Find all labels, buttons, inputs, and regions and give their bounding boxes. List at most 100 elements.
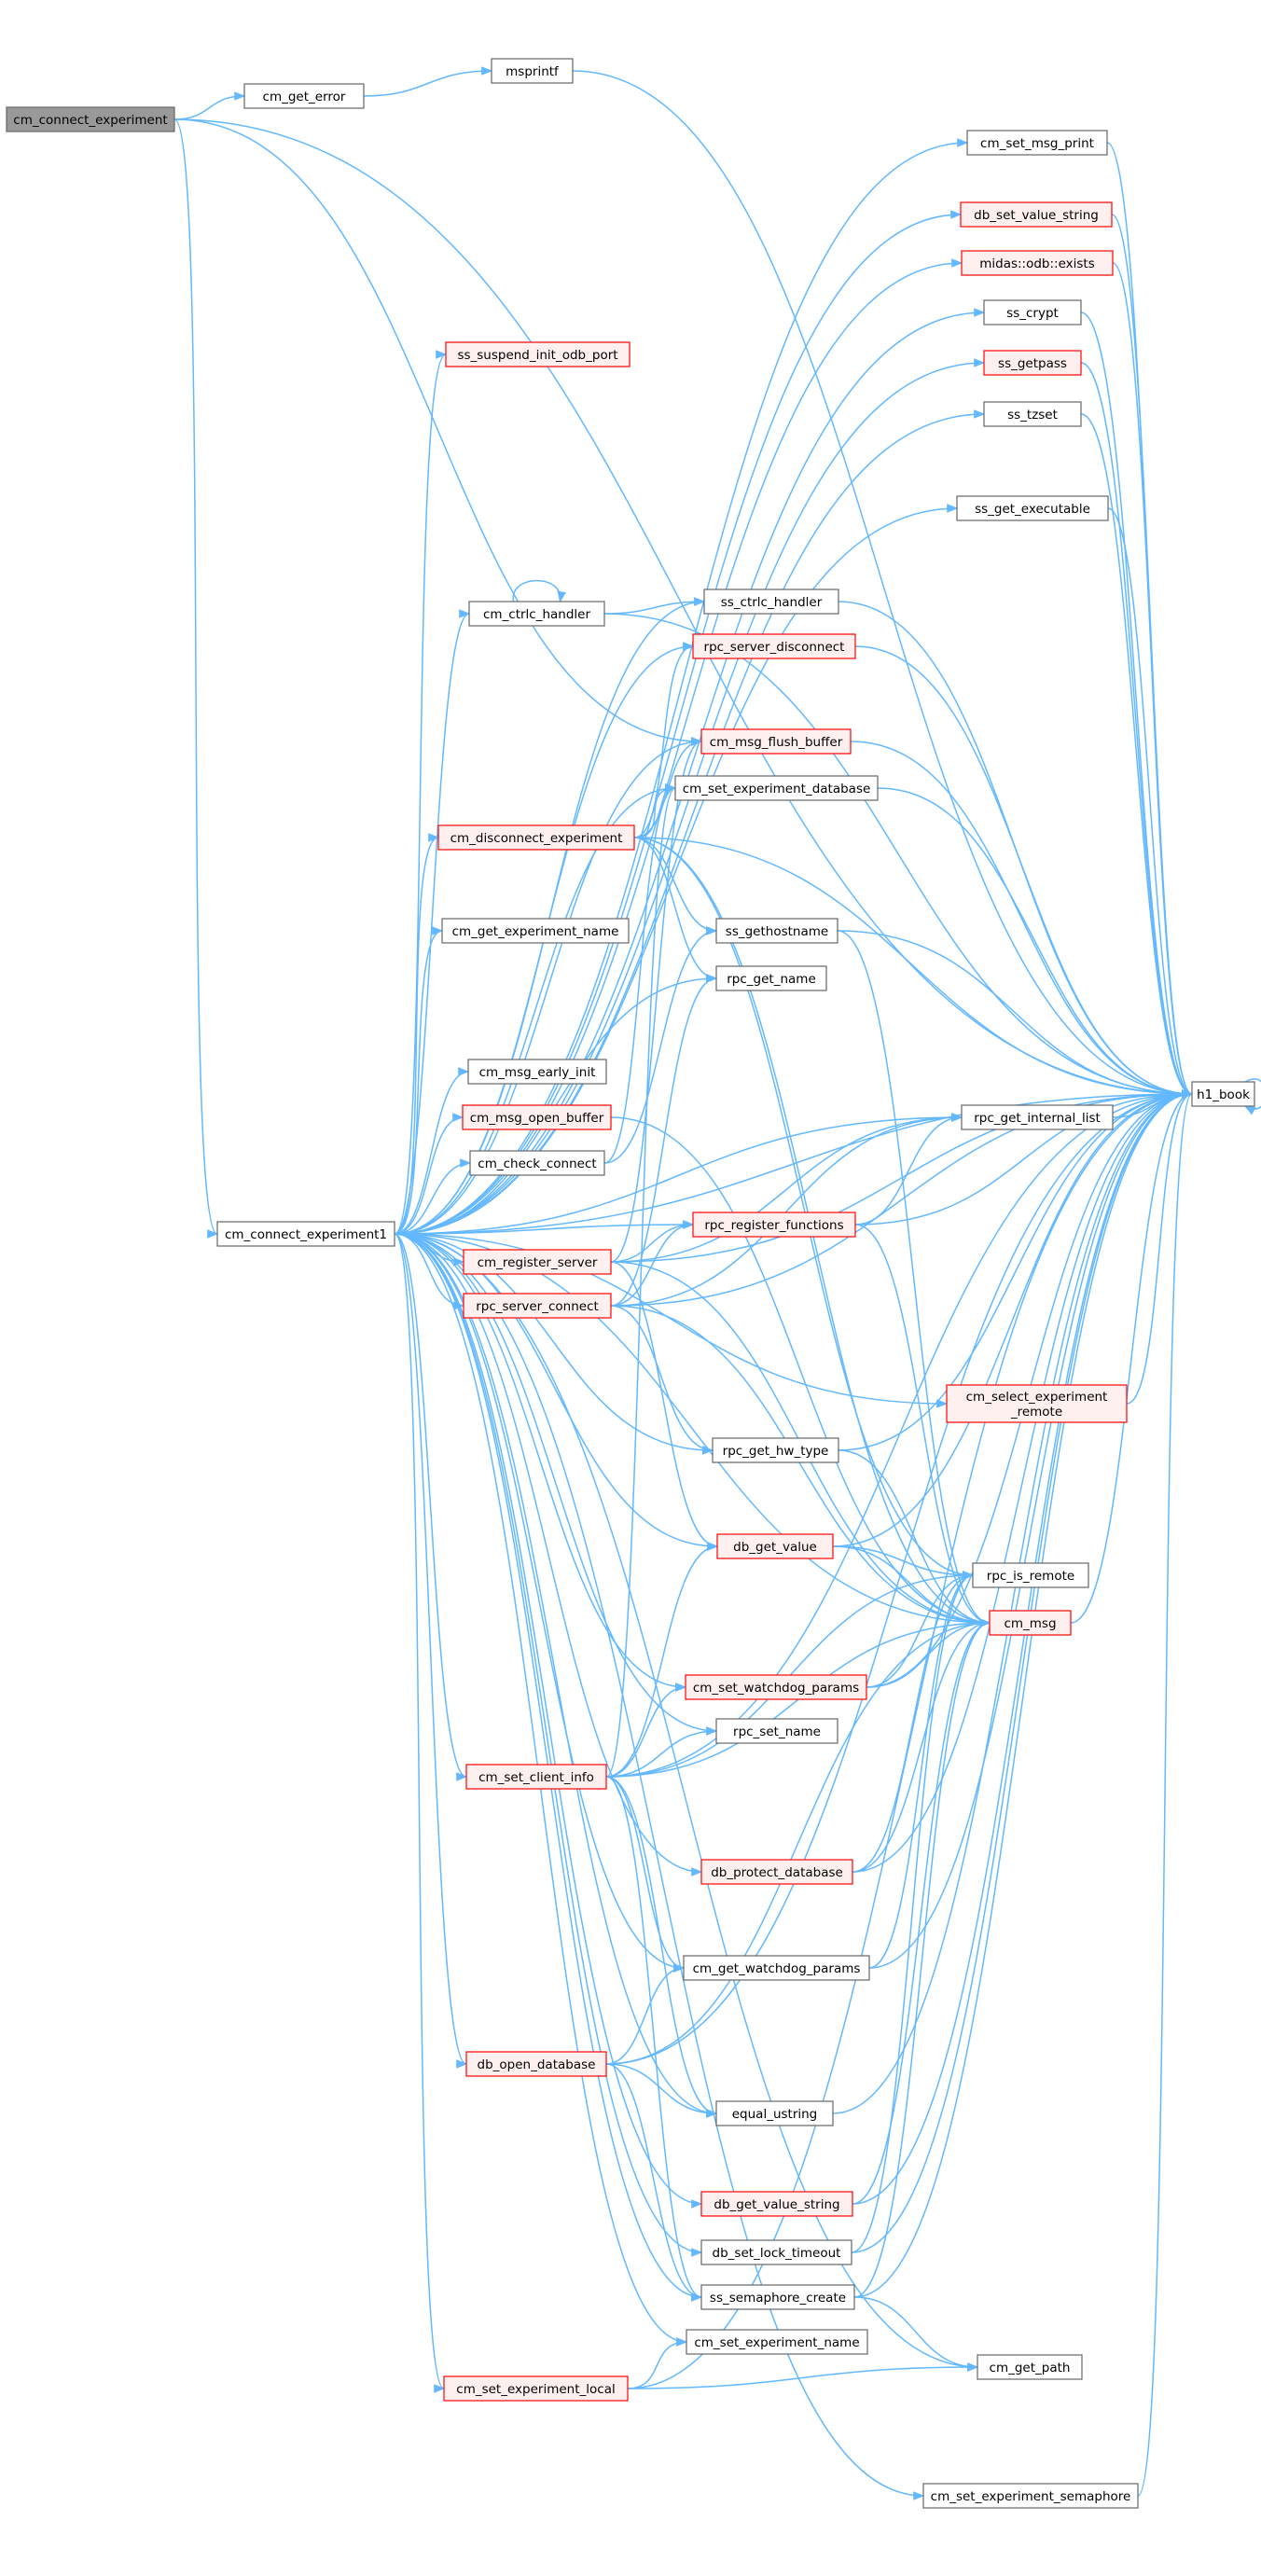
node-label: db_get_value_string [714,2197,839,2212]
node-label: msprintf [506,64,560,79]
node-label: rpc_get_hw_type [723,1444,829,1459]
edge-disconnect-to-set-exp-db [633,783,677,838]
node-db-set-value-string[interactable]: db_set_value_string [960,201,1113,228]
node-cm-get-path[interactable]: cm_get_path [977,2354,1083,2380]
node-h1-book[interactable]: h1_book [1191,1081,1255,1107]
node-cm-set-watchdog-params[interactable]: cm_set_watchdog_params [685,1674,867,1700]
node-label: ss_getpass [998,356,1067,371]
node-box [977,2354,1083,2380]
edge-db-lock-timeout-to-rpc-is-remote [851,1571,975,2253]
node-rpc-register-functions[interactable]: rpc_register_functions [692,1212,856,1238]
edge-conn1-to-disconnect [394,833,440,1235]
node-label: cm_msg_early_init [479,1065,596,1080]
node-ss-get-executable[interactable]: ss_get_executable [956,495,1109,521]
node-ss-crypt[interactable]: ss_crypt [983,299,1082,325]
node-db-open-database[interactable]: db_open_database [465,2051,607,2077]
node-box [956,495,1109,521]
node-box [216,1221,395,1247]
edge-register-server-to-msg-flush [610,737,703,1263]
edge-get-watchdog-to-h1-book [868,1089,1194,1969]
node-ss-semaphore-create[interactable]: ss_semaphore_create [700,2284,855,2310]
edge-conn1-to-db-open [394,1233,468,2069]
node-ss-ctrlc-handler[interactable]: ss_ctrlc_handler [703,589,839,615]
node-cm-register-server[interactable]: cm_register_server [463,1249,612,1275]
node-cm-check-connect[interactable]: cm_check_connect [469,1150,605,1176]
node-cm-get-watchdog-params[interactable]: cm_get_watchdog_params [683,1955,870,1981]
node-cm-set-msg-print[interactable]: cm_set_msg_print [966,130,1108,156]
node-box [983,350,1082,376]
node-ss-getpass[interactable]: ss_getpass [983,350,1082,376]
node-rpc-get-name[interactable]: rpc_get_name [715,965,827,991]
node-label: ss_get_executable [975,502,1090,517]
node-label: cm_set_experiment_semaphore [931,2489,1131,2504]
node-cm-get-error[interactable]: cm_get_error [243,83,365,109]
edge-rpc-server-connect-to-rpc-get-internal [610,1113,963,1307]
edge-db-get-value-to-rpc-is-remote [832,1545,975,1580]
node-cm-set-experiment-database[interactable]: cm_set_experiment_database [674,775,879,801]
node-db-set-lock-timeout[interactable]: db_set_lock_timeout [700,2239,852,2265]
node-cm-set-experiment-local[interactable]: cm_set_experiment_local [443,2375,629,2402]
node-box [716,1533,834,1559]
node-box [462,1104,612,1130]
node-equal-ustring[interactable]: equal_ustring [715,2100,834,2126]
edge-root-to-msg-flush [173,118,703,746]
node-label: ss_tzset [1007,408,1058,422]
edge-db-open-to-cm-msg [605,1618,991,2065]
edge-root-to-conn1 [173,118,219,1239]
edge-cm-msg-to-h1-book [1070,1089,1194,1624]
node-label: rpc_server_disconnect [704,640,845,655]
node-db-get-value-string[interactable]: db_get_value_string [700,2191,853,2217]
node-box [700,2284,855,2310]
node-ss-suspend-init-odb-port[interactable]: ss_suspend_init_odb_port [445,341,630,367]
node-cm-set-experiment-name[interactable]: cm_set_experiment_name [686,2329,868,2355]
node-cm-connect-experiment1[interactable]: cm_connect_experiment1 [216,1221,395,1247]
node-db-protect-database[interactable]: db_protect_database [700,1859,853,1885]
node-label: cm_register_server [478,1255,598,1270]
edge-db-get-value-string-to-cm-msg [852,1618,991,2205]
node-label: cm_get_path [990,2361,1071,2375]
node-ss-tzset[interactable]: ss_tzset [983,401,1082,427]
node-cm-msg[interactable]: cm_msg [989,1610,1072,1636]
node-label: cm_connect_experiment1 [225,1227,387,1242]
node-label: cm_msg_open_buffer [470,1111,604,1126]
node-rpc-server-disconnect[interactable]: rpc_server_disconnect [692,633,856,659]
node-db-get-value[interactable]: db_get_value [716,1533,834,1559]
edge-disconnect-to-h1-book [633,837,1194,1099]
node-cm-disconnect-experiment[interactable]: cm_disconnect_experiment [437,824,635,851]
node-label: ss_suspend_init_odb_port [457,348,617,363]
node-rpc-set-name[interactable]: rpc_set_name [715,1718,838,1744]
node-box [922,2483,1139,2509]
node-label: cm_set_msg_print [980,136,1094,151]
node-label: cm_set_experiment_local [456,2382,615,2397]
node-box [469,1150,605,1176]
edge-set-exp-db-to-h1-book [877,787,1194,1099]
node-rpc-server-connect[interactable]: rpc_server_connect [463,1293,612,1319]
edge-register-server-to-db-get-value [610,1261,719,1551]
node-rpc-get-hw-type[interactable]: rpc_get_hw_type [712,1437,839,1463]
node-cm-select-experiment-remote[interactable]: cm_select_experiment_remote [946,1384,1128,1423]
node-cm-msg-early-init[interactable]: cm_msg_early_init [467,1059,607,1085]
node-label: rpc_is_remote [987,1569,1074,1584]
node-cm-msg-flush-buffer[interactable]: cm_msg_flush_buffer [700,728,852,755]
node-cm-set-experiment-semaphore[interactable]: cm_set_experiment_semaphore [922,2483,1139,2509]
node-midas-odb-exists[interactable]: midas::odb::exists [961,250,1114,276]
node-rpc-is-remote[interactable]: rpc_is_remote [972,1562,1089,1588]
node-cm-connect-experiment[interactable]: cm_connect_experiment [6,106,175,132]
edge-rpc-server-connect-to-rpc-hw-type [610,1305,714,1455]
node-cm-get-experiment-name[interactable]: cm_get_experiment_name [441,918,630,944]
node-cm-set-client-info[interactable]: cm_set_client_info [465,1764,607,1790]
node-label: ss_semaphore_create [710,2291,846,2306]
node-box [961,1104,1114,1130]
edge-register-server-to-h1-book [610,1089,1194,1263]
node-rpc-get-internal-list[interactable]: rpc_get_internal_list [961,1104,1114,1130]
node-label: cm_set_experiment_database [683,782,871,796]
edge-check-connect-to-set-exp-db [603,783,677,1164]
edge-odb-exists-to-h1-book [1112,262,1194,1099]
node-box [465,2051,607,2077]
node-ss-gethostname[interactable]: ss_gethostname [715,918,838,944]
node-msprintf[interactable]: msprintf [491,58,574,84]
nodes-layer: cm_connect_experiment cm_get_error msprint… [6,58,1255,2509]
node-cm-ctrlc-handler[interactable]: cm_ctrlc_handler [468,601,605,627]
node-cm-msg-open-buffer[interactable]: cm_msg_open_buffer [462,1104,612,1130]
